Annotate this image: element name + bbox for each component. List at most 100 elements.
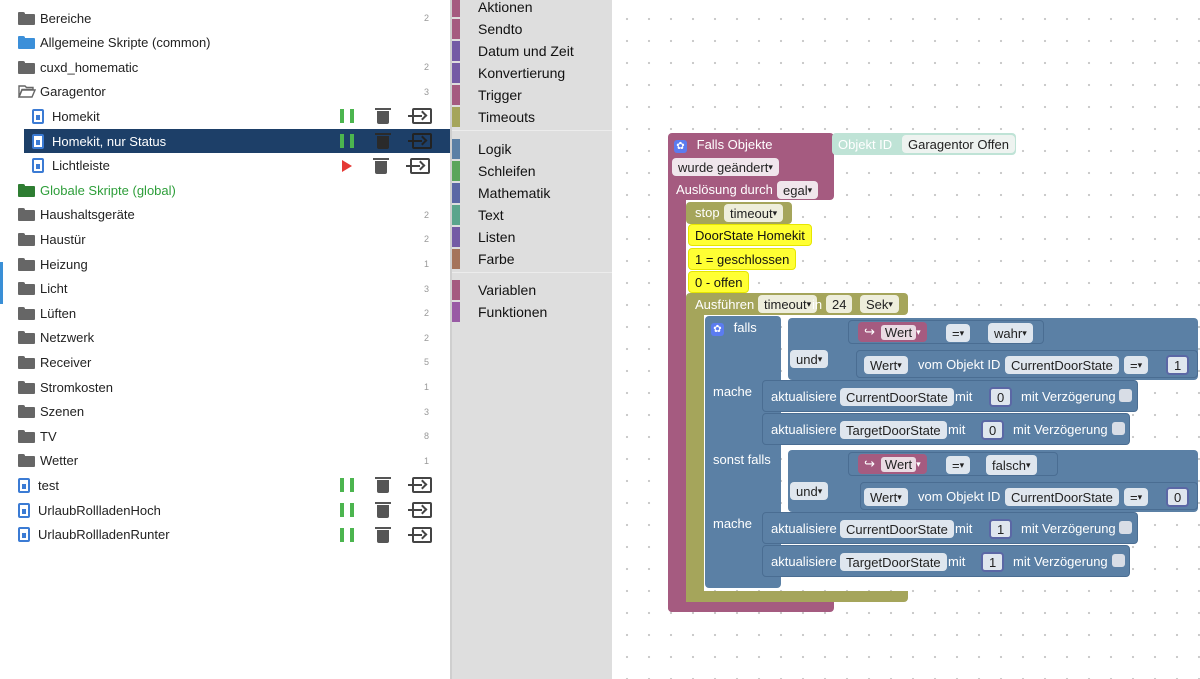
comment-doorstate[interactable]: DoorState Homekit (688, 224, 812, 246)
category-item[interactable]: Mathematik (452, 182, 612, 204)
category-item[interactable]: Variablen (452, 279, 612, 301)
eq-dropdown-4[interactable]: = (1124, 488, 1149, 506)
run-timeout-dropdown[interactable]: timeout (758, 295, 818, 313)
unit-dropdown[interactable]: Sek (860, 295, 899, 313)
number-zero-3[interactable]: 0 (1166, 487, 1190, 507)
wert-block-2[interactable]: ↪ Wert (858, 454, 927, 474)
target-state-field-2[interactable]: TargetDoorState (840, 553, 947, 571)
export-icon[interactable] (408, 477, 432, 494)
export-icon[interactable] (408, 133, 432, 149)
number-one-2[interactable]: 1 (989, 519, 1013, 539)
number-zero-1[interactable]: 0 (989, 387, 1013, 407)
trash-icon[interactable] (375, 526, 391, 543)
tree-script[interactable]: UrlaubRollladenRunter (0, 523, 450, 547)
pause-icon[interactable] (340, 527, 354, 542)
category-item[interactable]: Timeouts (452, 106, 612, 128)
and-dropdown-1[interactable]: und (790, 350, 829, 368)
trash-icon[interactable] (375, 477, 391, 494)
comment-open[interactable]: 0 - offen (688, 271, 750, 293)
trash-icon[interactable] (375, 502, 391, 518)
and-dropdown-2[interactable]: und (790, 482, 829, 500)
delay-checkbox-4[interactable] (1112, 554, 1125, 567)
trash-icon[interactable] (375, 133, 391, 149)
category-item[interactable]: Sendto (452, 18, 612, 40)
current-state-obj-2[interactable]: CurrentDoorState (1005, 488, 1119, 506)
target-state-field-1[interactable]: TargetDoorState (840, 421, 947, 439)
category-item[interactable]: Datum und Zeit (452, 40, 612, 62)
wert-block-1[interactable]: ↪ Wert (858, 322, 927, 342)
pause-icon[interactable] (340, 134, 354, 148)
folder-icon (18, 232, 35, 246)
category-color-bar (452, 19, 460, 39)
blockly-workspace[interactable]: ✿ Falls Objekte Objekt ID Garagentor Off… (612, 0, 1200, 679)
category-item[interactable]: Konvertierung (452, 62, 612, 84)
eq-dropdown-1[interactable]: = (946, 324, 971, 342)
trash-icon[interactable] (373, 157, 389, 174)
category-item[interactable]: Funktionen (452, 301, 612, 323)
trigger-by-dropdown[interactable]: egal (777, 181, 819, 199)
scroll-indicator[interactable] (0, 262, 3, 304)
number-one-1[interactable]: 1 (1166, 355, 1190, 375)
export-icon[interactable] (408, 526, 432, 543)
wert-dropdown-obj-2[interactable]: Wert (864, 488, 908, 506)
category-item[interactable]: Aktionen (452, 0, 612, 18)
stop-timeout-dropdown[interactable]: timeout (724, 204, 784, 222)
play-icon[interactable] (342, 159, 352, 172)
update-current-1[interactable] (762, 380, 1138, 412)
category-item[interactable]: Farbe (452, 248, 612, 270)
changed-dropdown[interactable]: wurde geändert (672, 158, 779, 176)
current-state-field-2[interactable]: CurrentDoorState (840, 520, 954, 538)
pause-icon[interactable] (340, 109, 354, 124)
true-dropdown[interactable]: wahr (988, 323, 1033, 343)
delay-checkbox-1[interactable] (1119, 389, 1132, 402)
delay-checkbox-2[interactable] (1112, 422, 1125, 435)
category-item[interactable]: Schleifen (452, 160, 612, 182)
object-id-value[interactable]: Garagentor Offen (902, 135, 1015, 153)
category-item[interactable]: Trigger (452, 84, 612, 106)
gear-icon[interactable]: ✿ (711, 323, 724, 336)
tree-script[interactable]: UrlaubRollladenHoch (0, 498, 450, 522)
number-zero-2[interactable]: 0 (981, 420, 1005, 440)
gear-icon[interactable]: ✿ (674, 140, 687, 153)
number-one-3[interactable]: 1 (981, 552, 1005, 572)
tree-script[interactable]: Lichtleiste (0, 154, 450, 178)
current-state-field-1[interactable]: CurrentDoorState (840, 388, 954, 406)
export-icon[interactable] (408, 502, 432, 518)
eq-dropdown-2[interactable]: = (1124, 356, 1149, 374)
category-item[interactable]: Text (452, 204, 612, 226)
update-label-4: aktualisiere (771, 554, 837, 569)
delay-checkbox-3[interactable] (1119, 521, 1132, 534)
current-state-obj-1[interactable]: CurrentDoorState (1005, 356, 1119, 374)
trash-icon[interactable] (375, 108, 391, 125)
delay-input[interactable]: 24 (826, 295, 853, 313)
category-item[interactable]: Listen (452, 226, 612, 248)
tree-script[interactable]: Homekit (0, 104, 450, 128)
category-item[interactable]: Logik (452, 138, 612, 160)
pause-icon[interactable] (340, 478, 354, 493)
comment-closed[interactable]: 1 = geschlossen (688, 248, 797, 270)
wert-dropdown-obj-1[interactable]: Wert (864, 356, 908, 374)
export-icon[interactable] (406, 157, 430, 174)
pause-icon[interactable] (340, 503, 354, 517)
false-dropdown[interactable]: falsch (986, 455, 1037, 475)
tree-script[interactable]: test (0, 473, 450, 497)
export-icon[interactable] (408, 108, 432, 125)
eq-dropdown-3[interactable]: = (946, 456, 971, 474)
tree-script[interactable]: Homekit, nur Status (24, 129, 450, 153)
tree-folder[interactable]: Globale Skripte (global) (0, 178, 450, 202)
tree-folder[interactable]: Allgemeine Skripte (common) (0, 31, 450, 55)
